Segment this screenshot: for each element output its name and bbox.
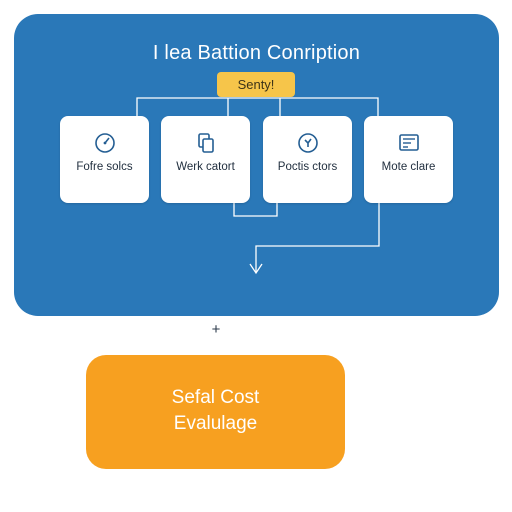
plus-sign: + xyxy=(211,321,221,338)
diagram-title: I lea Battion Conription xyxy=(152,42,361,64)
step-card-label: Fofre solcs xyxy=(76,161,133,173)
step-card-1: Fofre solcs xyxy=(60,116,149,203)
step-card-3: Poctis ctors xyxy=(263,116,352,203)
step-card-label: Poctis ctors xyxy=(277,161,338,173)
list-icon xyxy=(398,134,419,151)
result-box: Sefal Cost Evalulage xyxy=(86,355,345,469)
step-card-2: Werk catort xyxy=(161,116,250,203)
gauge-icon xyxy=(94,133,115,153)
result-line-1: Sefal Cost xyxy=(171,387,260,408)
step-card-4: Mote clare xyxy=(364,116,453,203)
step-card-label: Mote clare xyxy=(381,161,436,173)
result-line-2: Evalulage xyxy=(173,413,258,434)
step-card-label: Werk catort xyxy=(176,161,235,173)
summary-badge: Senty! xyxy=(217,72,295,97)
dial-icon xyxy=(297,133,318,153)
documents-icon xyxy=(197,133,214,153)
